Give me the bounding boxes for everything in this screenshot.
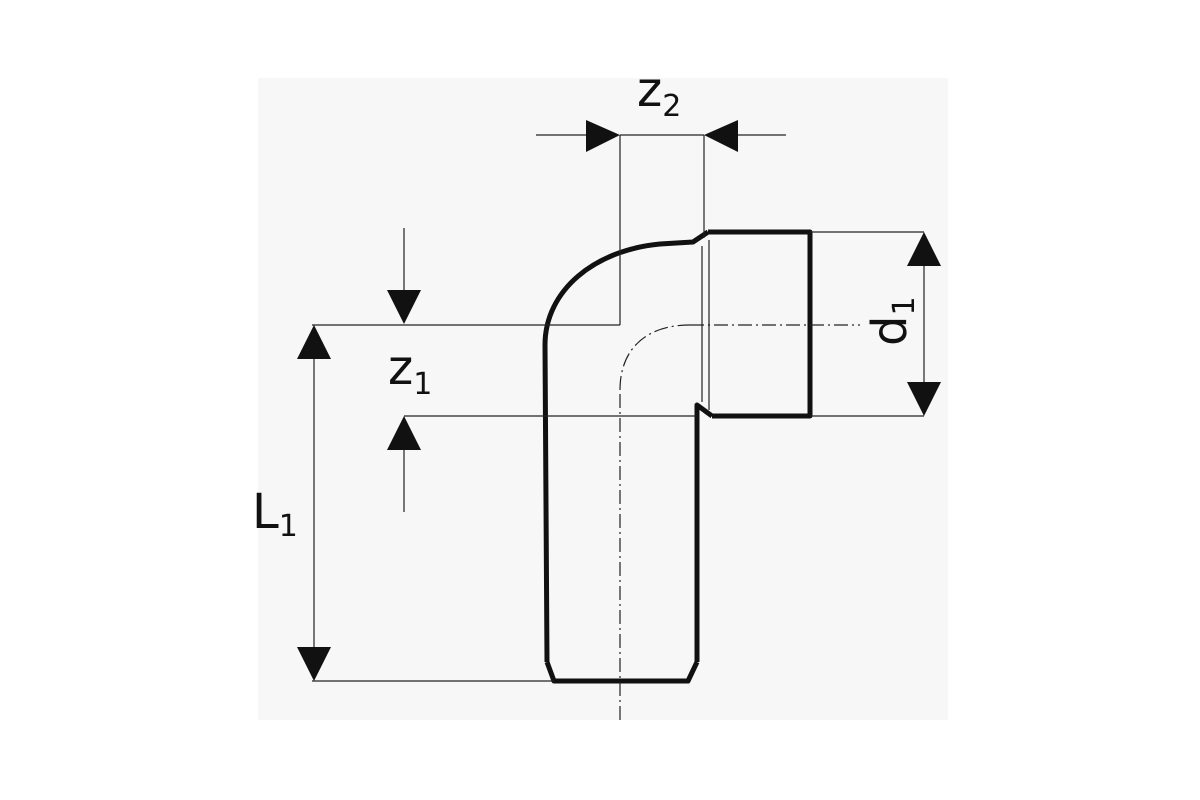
center-lines [619, 324, 860, 720]
l1-bottom-arrow [297, 647, 331, 681]
label-z2: z2 [637, 62, 681, 124]
label-d1-main: d [862, 316, 918, 346]
z2-right-arrow [704, 120, 738, 152]
d1-top-arrow [907, 232, 941, 266]
z2-left-arrow [586, 120, 620, 152]
label-l1-main: L [252, 484, 279, 540]
drawing-panel [258, 78, 948, 720]
extension-lines [312, 134, 925, 682]
bend-centerline [619, 324, 691, 391]
l1-top-arrow [297, 325, 331, 359]
arrowheads [297, 120, 941, 681]
spigot-end [544, 660, 700, 684]
label-z1-main: z [388, 340, 413, 396]
label-l1-sub: 1 [279, 509, 298, 544]
socket-end [708, 229, 813, 419]
label-d1-sub: 1 [887, 296, 922, 315]
label-z2-main: z [637, 62, 662, 118]
elbow-outer-wall [542, 229, 710, 663]
label-z1: z1 [388, 340, 432, 402]
z1-bottom-arrow [387, 416, 421, 450]
pipe-elbow-outline [542, 229, 813, 684]
label-z2-sub: 2 [662, 89, 681, 124]
elbow-inner-wall [694, 402, 714, 662]
z1-top-arrow [387, 290, 421, 324]
label-d1: d1 [862, 296, 922, 346]
dimension-labels: z2 z1 L1 d1 [252, 62, 922, 544]
label-l1: L1 [252, 484, 298, 544]
label-z1-sub: 1 [413, 367, 432, 402]
d1-bottom-arrow [907, 382, 941, 416]
